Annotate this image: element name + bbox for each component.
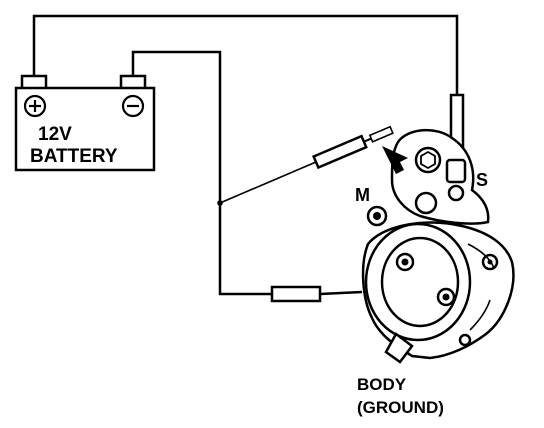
ground-lug bbox=[384, 332, 414, 364]
m-terminal-label: M bbox=[355, 185, 370, 205]
s-terminal bbox=[445, 158, 467, 184]
drive-housing-inner bbox=[380, 236, 460, 328]
battery: 12V BATTERY bbox=[14, 74, 156, 172]
battery-name-label: BATTERY bbox=[30, 146, 118, 167]
probe-wire bbox=[219, 161, 317, 204]
ground-label: (GROUND) bbox=[357, 398, 444, 417]
lower-stud bbox=[414, 191, 438, 215]
body-label: BODY bbox=[357, 375, 407, 394]
minus-terminal-icon bbox=[121, 94, 145, 118]
positive-to-s-wire bbox=[32, 14, 459, 95]
probe-connector bbox=[312, 125, 394, 170]
battery-voltage-label: 12V bbox=[38, 124, 72, 145]
plus-terminal-icon bbox=[23, 94, 47, 118]
starter-motor bbox=[361, 128, 515, 364]
ground-lead-wire bbox=[319, 290, 363, 296]
ground-connector bbox=[270, 285, 322, 303]
s-terminal-label: S bbox=[476, 170, 488, 190]
solenoid-housing bbox=[390, 128, 490, 225]
negative-to-ground-wire bbox=[131, 50, 272, 296]
arrow-up-icon bbox=[382, 146, 416, 194]
